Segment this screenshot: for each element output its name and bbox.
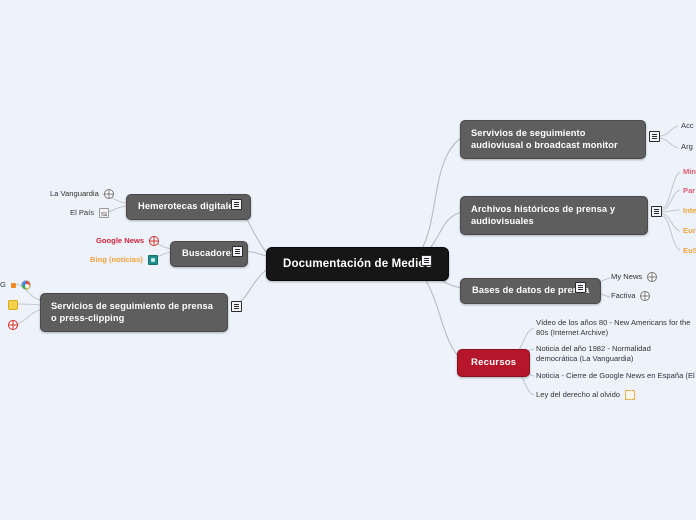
globe-icon <box>640 291 651 302</box>
globe-icon <box>103 189 114 200</box>
leaf-item[interactable]: El País <box>70 208 110 219</box>
branch-bases-de-datos-label: Bases de datos de prensa <box>472 285 590 295</box>
picture-icon <box>99 208 110 219</box>
leaf-label: Par <box>683 186 696 195</box>
root-node-label: Documentación de Medios <box>283 258 433 270</box>
leaf-label: EuS <box>683 246 696 255</box>
branch-press-clipping[interactable]: Servicios de seguimiento de prensa o pre… <box>40 293 228 333</box>
branch-hemerotecas-digitales[interactable]: Hemerotecas digitales <box>126 194 251 220</box>
leaf-label: Arg <box>681 142 693 151</box>
leaf-item[interactable] <box>3 300 18 310</box>
leaf-item[interactable]: Vídeo de los años 80 - New Americans for… <box>536 318 696 339</box>
leaf-label: Factiva <box>611 291 636 300</box>
leaf-label: Inte <box>683 206 696 215</box>
leaf-item[interactable]: EuS <box>683 246 696 256</box>
leaf-label: Acc <box>681 121 694 130</box>
chrome-icon <box>20 280 31 291</box>
branch-press-clipping-note-icon[interactable] <box>231 301 242 312</box>
branch-broadcast-note-icon[interactable] <box>649 131 660 142</box>
branch-recursos[interactable]: Recursos <box>457 349 531 377</box>
root-note-icon[interactable] <box>421 255 432 266</box>
branch-broadcast-monitor[interactable]: Servivios de seguimiento audioviusal o b… <box>460 120 646 160</box>
yellow-icon <box>8 300 18 310</box>
leaf-label: Noticia - Cierre de Google News en Españ… <box>536 371 696 380</box>
leaf-label: G <box>0 280 6 289</box>
branch-press-clipping-label: Servicios de seguimiento de prensa o pre… <box>51 301 214 323</box>
leaf-label: My News <box>611 272 643 281</box>
leaf-item[interactable]: G <box>0 280 31 291</box>
branch-bases-note-icon[interactable] <box>575 282 586 293</box>
leaf-item[interactable]: Arg <box>681 142 693 152</box>
globe-icon <box>647 272 658 283</box>
globe-red-icon <box>8 320 18 330</box>
leaf-label: La Vanguardia <box>50 189 99 198</box>
leaf-label: Bing (noticias) <box>90 255 143 264</box>
leaf-item[interactable]: Noticia del año 1982 - Normalidad democr… <box>536 344 684 365</box>
bing-icon <box>147 255 158 266</box>
leaf-item[interactable]: Google News <box>96 236 160 247</box>
branch-buscadores-note-icon[interactable] <box>232 246 243 257</box>
leaf-item[interactable]: My News <box>611 272 658 283</box>
leaf-item[interactable]: Eur <box>683 226 696 236</box>
leaf-item[interactable]: Factiva <box>611 291 651 302</box>
leaf-item[interactable]: La Vanguardia <box>50 189 114 200</box>
leaf-label: Google News <box>96 236 145 245</box>
leaf-item[interactable]: Min <box>683 167 696 177</box>
leaf-label: El País <box>70 208 95 217</box>
leaf-label: Ley del derecho al olvido <box>536 390 621 399</box>
branch-buscadores-label: Buscadores <box>182 248 237 258</box>
leaf-label: Noticia del año 1982 - Normalidad democr… <box>536 344 651 364</box>
branch-archivos-historicos-label: Archivos históricos de prensa y audiovis… <box>471 204 616 226</box>
leaf-label: Eur <box>683 226 696 235</box>
leaf-item[interactable]: Par <box>683 186 695 196</box>
leaf-label: Vídeo de los años 80 - New Americans for… <box>536 318 691 338</box>
branch-archivos-note-icon[interactable] <box>651 206 662 217</box>
leaf-item[interactable]: Bing (noticias) <box>90 255 158 266</box>
orange-dot-icon <box>10 282 16 288</box>
branch-archivos-historicos[interactable]: Archivos históricos de prensa y audiovis… <box>460 196 648 236</box>
document-icon <box>625 390 636 401</box>
globe-red-icon <box>149 236 160 247</box>
branch-hemerotecas-digitales-label: Hemerotecas digitales <box>138 201 239 211</box>
root-node[interactable]: Documentación de Medios <box>266 247 450 282</box>
leaf-item[interactable]: Acc <box>681 121 694 131</box>
leaf-item[interactable]: Noticia - Cierre de Google News en Españ… <box>536 371 696 381</box>
leaf-label: Min <box>683 167 696 176</box>
leaf-item[interactable] <box>3 320 18 330</box>
branch-recursos-label: Recursos <box>471 357 517 368</box>
leaf-item[interactable]: Inte <box>683 206 696 216</box>
branch-broadcast-monitor-label: Servivios de seguimiento audioviusal o b… <box>471 128 618 150</box>
leaf-item[interactable]: Ley del derecho al olvido <box>536 390 636 401</box>
branch-hemerotecas-note-icon[interactable] <box>231 199 242 210</box>
